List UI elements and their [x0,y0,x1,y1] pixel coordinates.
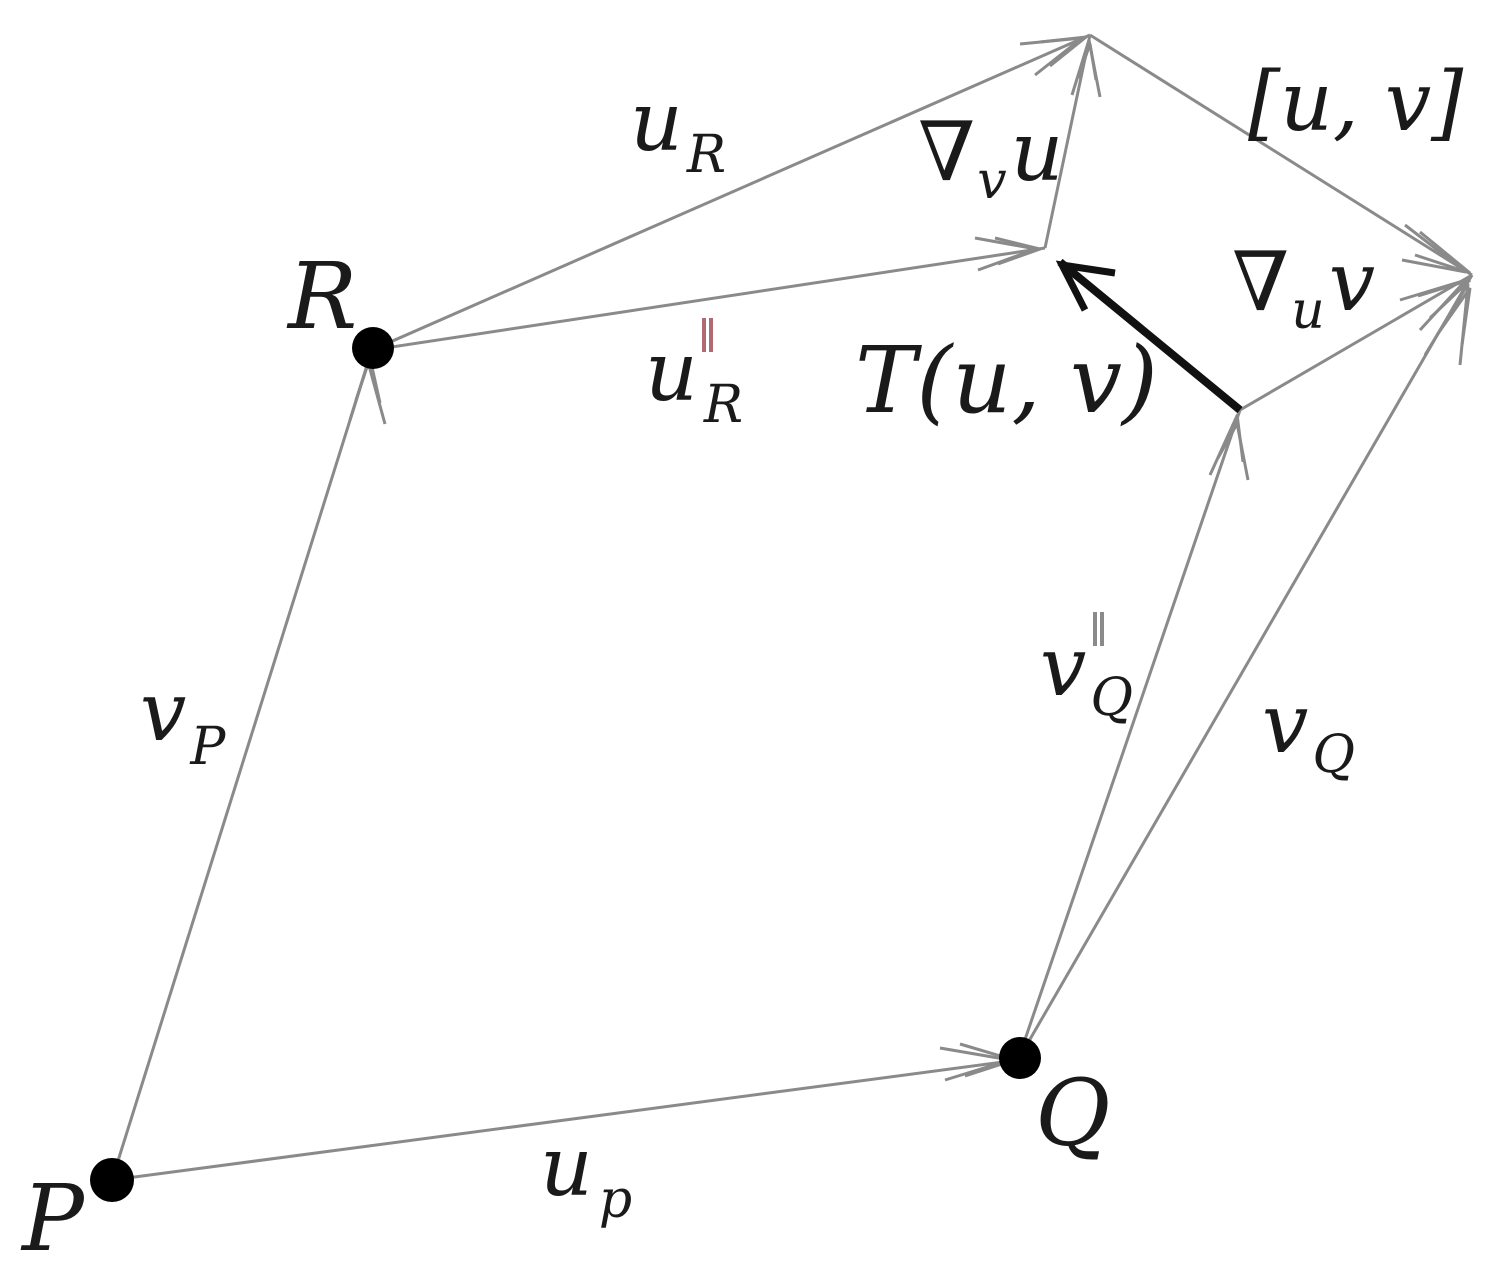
edge-P-R [110,349,374,1181]
label-torsion: T(u, v) [855,327,1158,434]
label-nabla-u-v: ∇uv [1232,235,1375,341]
point-Q [999,1037,1041,1079]
edge-mid-top [1043,34,1092,249]
arrowhead-top-uR [1019,34,1091,77]
arrowhead-top-nabla [1070,39,1102,98]
edge-torsion [1057,258,1243,414]
arrowhead-right-nabla [1399,276,1472,332]
point-P [90,1158,134,1202]
parallel-mark-u-R [702,318,713,352]
label-u-R: uR [630,75,726,185]
label-Q: Q [1035,1060,1110,1167]
arrowhead-mid [974,236,1046,272]
label-P: P [20,1165,86,1272]
edge-P-Q [111,1058,1019,1182]
edge-Q-node [1016,409,1242,1061]
arrowhead-torsion [1055,260,1116,312]
arrowhead-right-vQ [1423,283,1472,366]
label-nabla-v-u: ∇vu [918,105,1063,211]
arrowhead-node [1208,413,1250,481]
edge-R-mid [371,246,1046,352]
parallel-mark-v-Q [1093,612,1104,646]
label-lie-bracket: [u, v] [1248,55,1464,150]
label-v-Q-parallel: vQ [1040,620,1133,728]
edge-Q-right [1016,274,1474,1061]
edge-node-right [1239,273,1473,412]
edge-R-top [371,33,1091,352]
point-R [352,327,394,369]
edge-top-right [1089,33,1473,277]
label-R: R [286,243,357,350]
label-v-p: vP [140,665,226,777]
arrowhead-right-bracket [1401,223,1471,275]
label-v-Q: vQ [1262,677,1355,785]
